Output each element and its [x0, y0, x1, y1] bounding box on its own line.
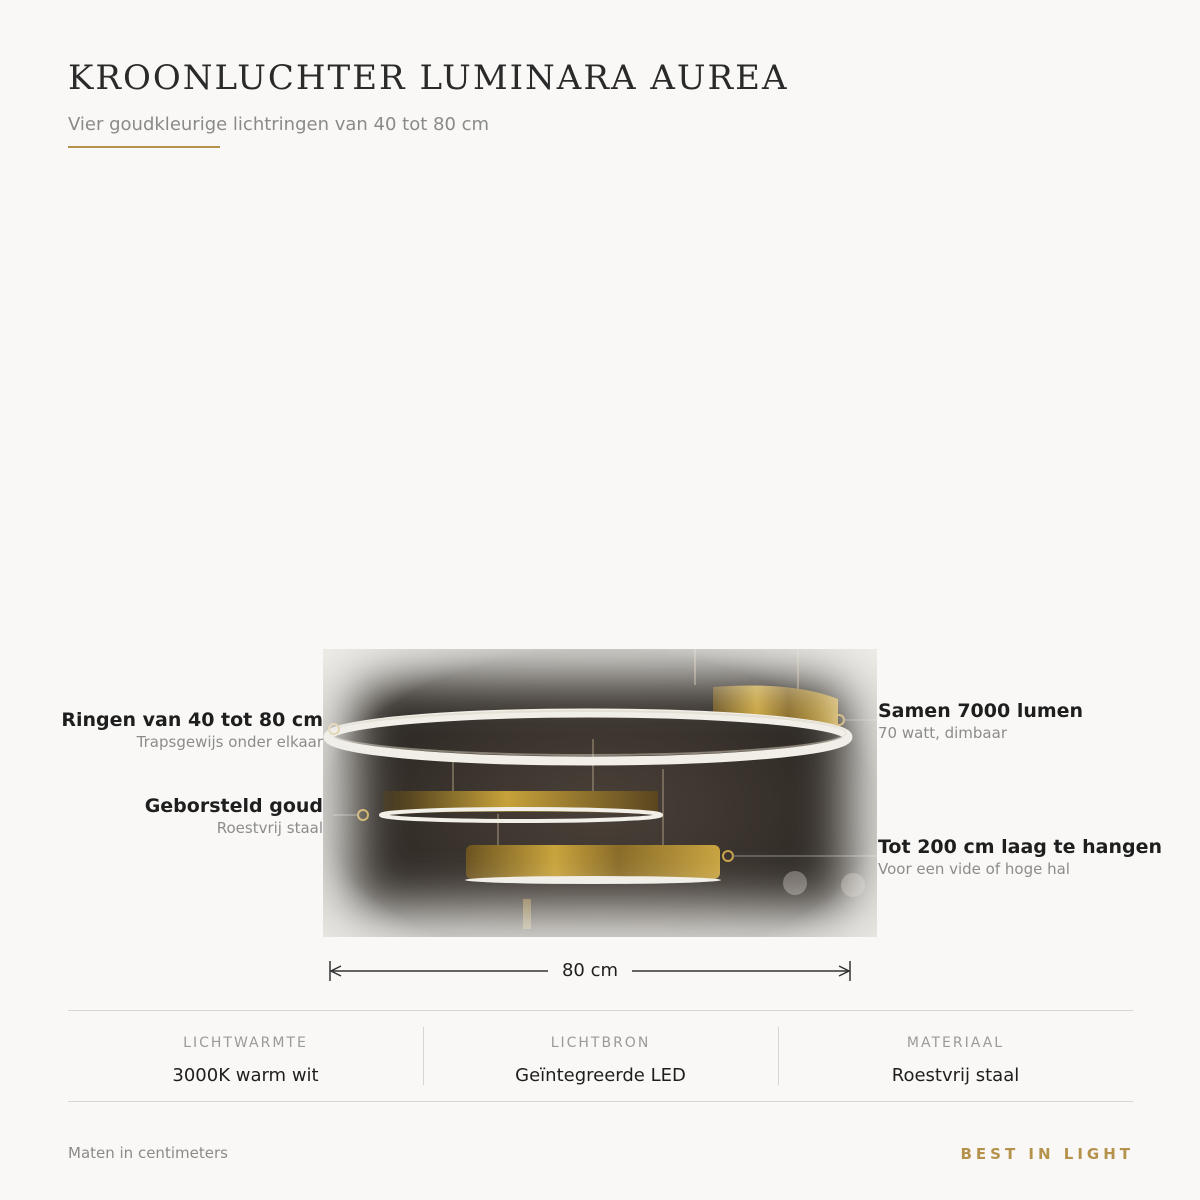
- spec-material: MATERIAAL Roestvrij staal: [778, 1011, 1133, 1101]
- chandelier-illustration: [323, 649, 877, 929]
- spec-light-temperature: LICHTWARMTE 3000K warm wit: [68, 1011, 423, 1101]
- spec-label: MATERIAAL: [906, 1035, 1005, 1051]
- spec-value: Geïntegreerde LED: [515, 1065, 686, 1086]
- callout-title: Ringen van 40 tot 80 cm: [61, 709, 323, 731]
- footer-note: Maten in centimeters: [68, 1144, 228, 1162]
- title-underline: [68, 146, 220, 148]
- brand-logo: BEST IN LIGHT: [960, 1145, 1134, 1163]
- spec-value: Roestvrij staal: [891, 1065, 1020, 1086]
- callout-ring-sizes: Ringen van 40 tot 80 cm Trapsgewijs onde…: [61, 709, 323, 751]
- spec-table: LICHTWARMTE 3000K warm wit LICHTBRON Geï…: [68, 1010, 1133, 1102]
- spec-light-source: LICHTBRON Geïntegreerde LED: [423, 1011, 778, 1101]
- dimension-label: 80 cm: [547, 960, 633, 981]
- callout-subtitle: Voor een vide of hoge hal: [878, 860, 1070, 878]
- callout-finish: Geborsteld goud Roestvrij staal: [145, 795, 323, 837]
- callout-subtitle: Trapsgewijs onder elkaar: [136, 733, 323, 751]
- callout-height: Tot 200 cm laag te hangen Voor een vide …: [878, 836, 1162, 878]
- page-subtitle: Vier goudkleurige lichtringen van 40 tot…: [68, 114, 490, 135]
- callout-title: Geborsteld goud: [144, 795, 323, 817]
- spec-label: LICHTBRON: [550, 1035, 651, 1051]
- callout-dot: [722, 850, 734, 862]
- callout-subtitle: Roestvrij staal: [216, 819, 323, 837]
- callout-dot: [328, 723, 340, 735]
- spec-value: 3000K warm wit: [172, 1065, 319, 1086]
- spec-label: LICHTWARMTE: [183, 1035, 308, 1051]
- callout-title: Tot 200 cm laag te hangen: [878, 836, 1162, 858]
- callout-dot: [357, 809, 369, 821]
- callout-subtitle: 70 watt, dimbaar: [878, 724, 1007, 742]
- width-dimension: 80 cm: [329, 956, 851, 986]
- callout-title: Samen 7000 lumen: [878, 700, 1084, 722]
- page-title: KROONLUCHTER LUMINARA AUREA: [68, 58, 789, 98]
- product-photo: [323, 649, 877, 937]
- callout-lumen: Samen 7000 lumen 70 watt, dimbaar: [878, 700, 1083, 742]
